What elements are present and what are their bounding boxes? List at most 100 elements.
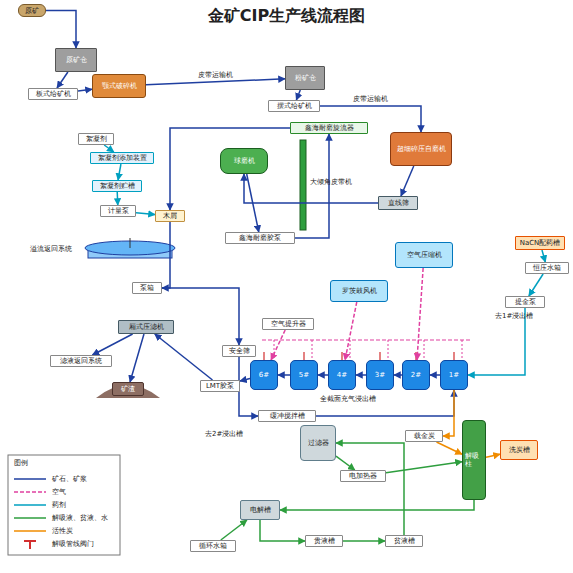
flow-connector (260, 520, 305, 541)
edge-label: 皮带运输机 (198, 71, 233, 79)
leach-tank: 3# (366, 360, 394, 390)
node-label: 贵液槽 (314, 537, 335, 545)
node-label: 板式给矿机 (36, 90, 71, 98)
equipment-box: 鑫海耐磨旋流器 (290, 122, 368, 134)
equipment-box: 板式给矿机 (28, 88, 78, 100)
annotation-label: 去1#浸出槽 (495, 312, 533, 320)
flow-connector (296, 90, 300, 100)
flow-connector (437, 442, 463, 454)
node-label: 电加热器 (349, 472, 377, 480)
equipment-box: 贫液槽 (385, 535, 423, 547)
thickener-shaft (130, 238, 131, 248)
node-label: 计量泵 (108, 207, 129, 215)
annotation-label: 大倾角皮带机 (310, 178, 352, 186)
legend-line-reagent (14, 504, 46, 506)
equipment-box: 缓冲搅拌槽 (258, 410, 316, 422)
legend-text: 解吸液、贫液、水 (52, 514, 108, 522)
leach-tank: 1# (440, 360, 468, 390)
node-label: 罗茨鼓风机 (342, 287, 377, 295)
equipment-box: 电加热器 (340, 470, 386, 482)
flow-connector (46, 11, 76, 49)
flow-connector (486, 454, 500, 457)
equipment-box: 粉矿仓 (285, 66, 325, 90)
node-label: 摆式给矿机 (277, 102, 312, 110)
equipment-box: 安全筛 (222, 345, 256, 357)
equipment-box: 厢式压滤机 (118, 320, 174, 334)
legend-line-carbon (14, 530, 46, 532)
equipment-box: 原矿仓 (55, 48, 97, 72)
node-label: 缓冲搅拌槽 (270, 412, 305, 420)
flow-connector (280, 500, 474, 510)
flow-connector (57, 72, 68, 88)
node-label: 原矿 (25, 7, 39, 15)
flow-connector (130, 334, 144, 382)
flow-connector (336, 443, 404, 535)
equipment-box: 空气提升器 (262, 318, 314, 330)
slag-heap (96, 385, 160, 398)
equipment-box: 洗炭槽 (500, 440, 538, 460)
edge-label: 皮带运输机 (353, 95, 388, 103)
node-label: 超细碎压自磨机 (397, 145, 446, 153)
legend-text: 药剂 (52, 501, 66, 509)
annotation-label: 溢流返回系统 (30, 245, 72, 253)
legend-line-air (14, 491, 46, 493)
node-label: 恒压水箱 (533, 264, 561, 272)
flow-connector (336, 456, 355, 470)
flow-connector (244, 174, 378, 203)
legend-entry: 解吸管线阀门 (52, 540, 94, 548)
node-label: 空气压缩机 (407, 251, 442, 259)
legend-entry: 药剂 (52, 501, 66, 509)
flow-connector (92, 334, 132, 355)
flow-connector (430, 374, 440, 376)
node-label: 絮凝剂 (86, 135, 107, 143)
equipment-box: 木屑 (155, 210, 185, 222)
legend-text: 活性炭 (52, 527, 73, 535)
annotation-label: 图例 (14, 459, 28, 467)
flow-connector (136, 213, 155, 215)
node-label: 木屑 (163, 212, 177, 220)
equipment-box: 摆式给矿机 (268, 100, 320, 112)
node-label: 空气提升器 (271, 320, 306, 328)
leach-tank: 6# (250, 360, 278, 390)
node-label: 滤液返回系统 (60, 357, 102, 365)
node-label: 电解槽 (250, 506, 271, 514)
node-label: 球磨机 (234, 157, 255, 165)
legend-valve-symbol (24, 541, 36, 549)
node-label: 循环水箱 (199, 542, 227, 550)
equipment-box: 循环水箱 (190, 540, 236, 552)
equipment-box: 滤液返回系统 (50, 355, 112, 367)
legend-box (8, 455, 120, 555)
node-label: 1# (449, 371, 459, 379)
node-label: 直线筛 (388, 199, 409, 207)
node-label: 提金泵 (515, 298, 536, 306)
leach-tank: 4# (328, 360, 356, 390)
node-label: NaCN配药槽 (520, 239, 561, 247)
flow-connector (221, 520, 247, 540)
flow-connector (247, 174, 259, 232)
node-label: LMT胶泵 (206, 382, 234, 390)
equipment-box: 絮凝剂贮槽 (92, 180, 142, 192)
flow-connector (343, 540, 385, 542)
flow-connector (162, 288, 239, 345)
node-label: 矿渣 (121, 385, 135, 393)
flow-connector (345, 302, 357, 360)
flow-connector (394, 374, 402, 376)
equipment-box: 空气压缩机 (395, 242, 453, 268)
flow-connector (417, 268, 423, 360)
legend-entry: 空气 (52, 488, 66, 496)
node-label: 载金炭 (414, 432, 435, 440)
equipment-box: LMT胶泵 (200, 380, 240, 392)
node-label: 过滤器 (308, 439, 329, 447)
flow-connector (386, 462, 462, 473)
equipment-box: 直线筛 (378, 196, 418, 210)
equipment-box: 解吸柱 (462, 420, 486, 500)
annotation-label: 全截面充气浸出槽 (320, 395, 376, 403)
flow-connector (356, 374, 366, 376)
node-label: 絮凝剂添加装置 (98, 154, 147, 162)
node-label: 6# (259, 371, 269, 379)
equipment-box: 泵箱 (132, 282, 162, 294)
equipment-box: 球磨机 (220, 148, 268, 174)
flow-connector (318, 374, 328, 376)
